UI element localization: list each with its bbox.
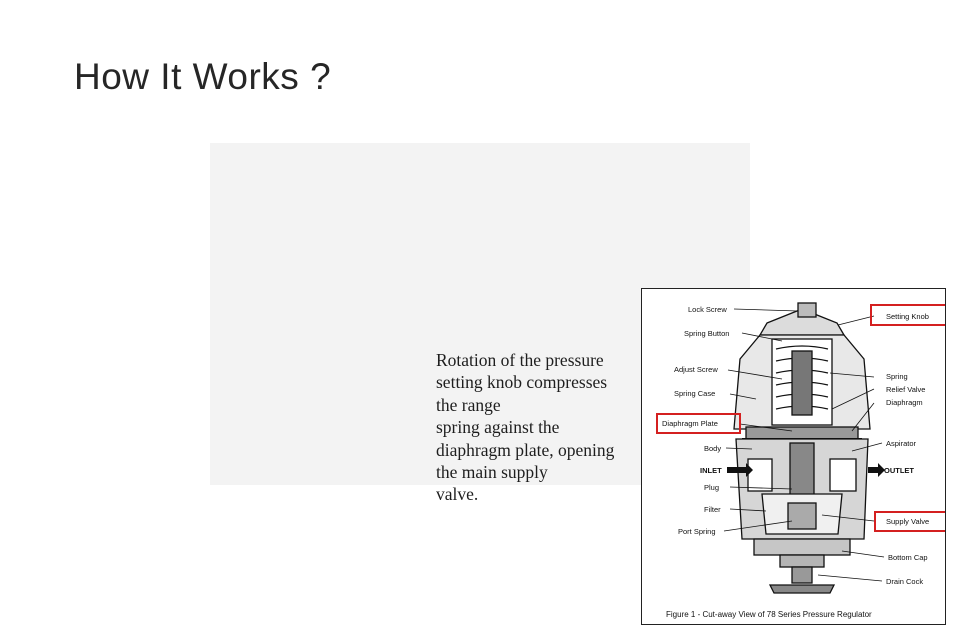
figure-caption: Figure 1 - Cut-away View of 78 Series Pr… [666,610,872,619]
label-diaphragm-plate: Diaphragm Plate [662,419,718,428]
inlet-arrow-icon [727,463,753,477]
label-supply-valve: Supply Valve [886,517,929,526]
label-setting-knob: Setting Knob [886,312,929,321]
label-outlet: OUTLET [884,466,914,475]
label-drain-cock: Drain Cock [886,577,923,586]
label-spring: Spring [886,372,908,381]
outlet-arrow-icon [868,463,885,477]
description-text: Rotation of the pressure setting knob co… [436,350,615,505]
label-body: Body [704,444,721,453]
highlight-box-diaphragm-plate [656,413,741,434]
regulator-body-drawing [733,302,871,594]
label-filter: Filter [704,505,721,514]
label-lock-screw: Lock Screw [688,305,727,314]
label-port-spring: Port Spring [678,527,716,536]
label-relief-valve: Relief Valve [886,385,925,394]
label-plug: Plug [704,483,719,492]
highlight-boxes [656,304,945,532]
label-aspirator: Aspirator [886,439,917,448]
slide-title: How It Works ? [74,56,332,97]
label-spring-case: Spring Case [674,389,715,398]
regulator-diagram: Lock Screw Spring Button Adjust Screw Sp… [641,288,946,625]
regulator-cutaway-drawing: Lock Screw Spring Button Adjust Screw Sp… [656,302,945,619]
figure-image: Rotation of the pressure setting knob co… [210,143,946,625]
label-spring-button: Spring Button [684,329,729,338]
label-inlet: INLET [700,466,722,475]
highlight-box-supply-valve [874,511,945,532]
highlight-box-setting-knob [870,304,945,326]
label-diaphragm: Diaphragm [886,398,923,407]
label-bottom-cap: Bottom Cap [888,553,928,562]
label-adjust-screw: Adjust Screw [674,365,718,374]
